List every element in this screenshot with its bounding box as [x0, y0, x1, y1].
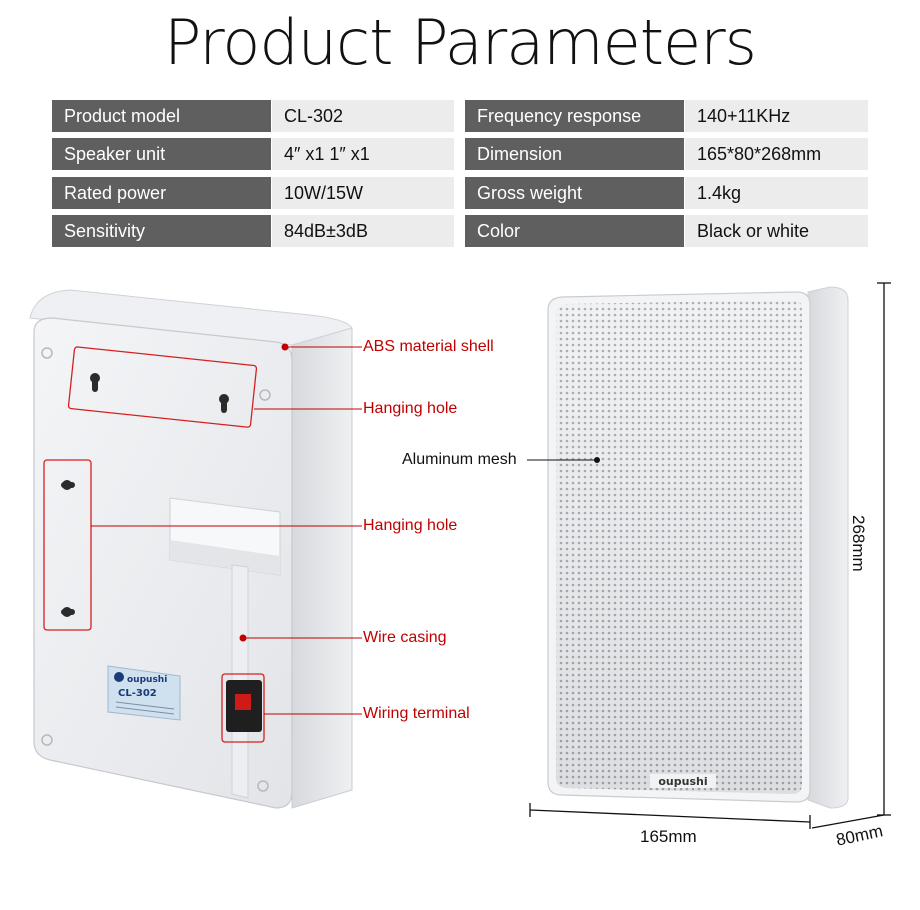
- speaker-front-view: oupushi: [527, 282, 891, 829]
- spec-value-gross-weight: 1.4kg: [685, 177, 868, 209]
- spec-value-dimension: 165*80*268mm: [685, 138, 868, 170]
- spec-label-product-model: Product model: [52, 100, 271, 132]
- product-sticker: oupushi CL-302: [107, 665, 181, 721]
- callout-hanging-hole-side: Hanging hole: [363, 517, 458, 534]
- spec-label-frequency-response: Frequency response: [465, 100, 684, 132]
- keyhole-top-right: [219, 394, 229, 413]
- speaker-back-view: oupushi CL-302: [29, 289, 362, 809]
- spec-value-color: Black or white: [685, 215, 868, 247]
- keyhole-top-left: [90, 373, 100, 392]
- spec-label-gross-weight: Gross weight: [465, 177, 684, 209]
- sticker-brand: oupushi: [127, 675, 167, 685]
- callout-wire-casing: Wire casing: [363, 629, 447, 646]
- callout-hanging-hole-top: Hanging hole: [363, 400, 458, 417]
- spec-value-speaker-unit: 4″ x1 1″ x1: [272, 138, 454, 170]
- dimension-height: 268mm: [849, 515, 868, 572]
- spec-label-sensitivity: Sensitivity: [52, 215, 271, 247]
- spec-label-dimension: Dimension: [465, 138, 684, 170]
- callout-abs-shell: ABS material shell: [363, 338, 494, 355]
- callout-wiring-terminal: Wiring terminal: [363, 705, 470, 722]
- spec-value-sensitivity: 84dB±3dB: [272, 215, 454, 247]
- spec-value-rated-power: 10W/15W: [272, 177, 454, 209]
- page-title: Product Parameters: [164, 6, 757, 79]
- dimension-width: 165mm: [640, 827, 697, 846]
- spec-value-product-model: CL-302: [272, 100, 454, 132]
- front-logo: oupushi: [658, 775, 707, 788]
- sticker-model: CL-302: [118, 688, 157, 699]
- callout-aluminum-mesh: Aluminum mesh: [402, 451, 517, 468]
- spec-label-rated-power: Rated power: [52, 177, 271, 209]
- spec-value-frequency-response: 140+11KHz: [685, 100, 868, 132]
- spec-label-color: Color: [465, 215, 684, 247]
- spec-label-speaker-unit: Speaker unit: [52, 138, 271, 170]
